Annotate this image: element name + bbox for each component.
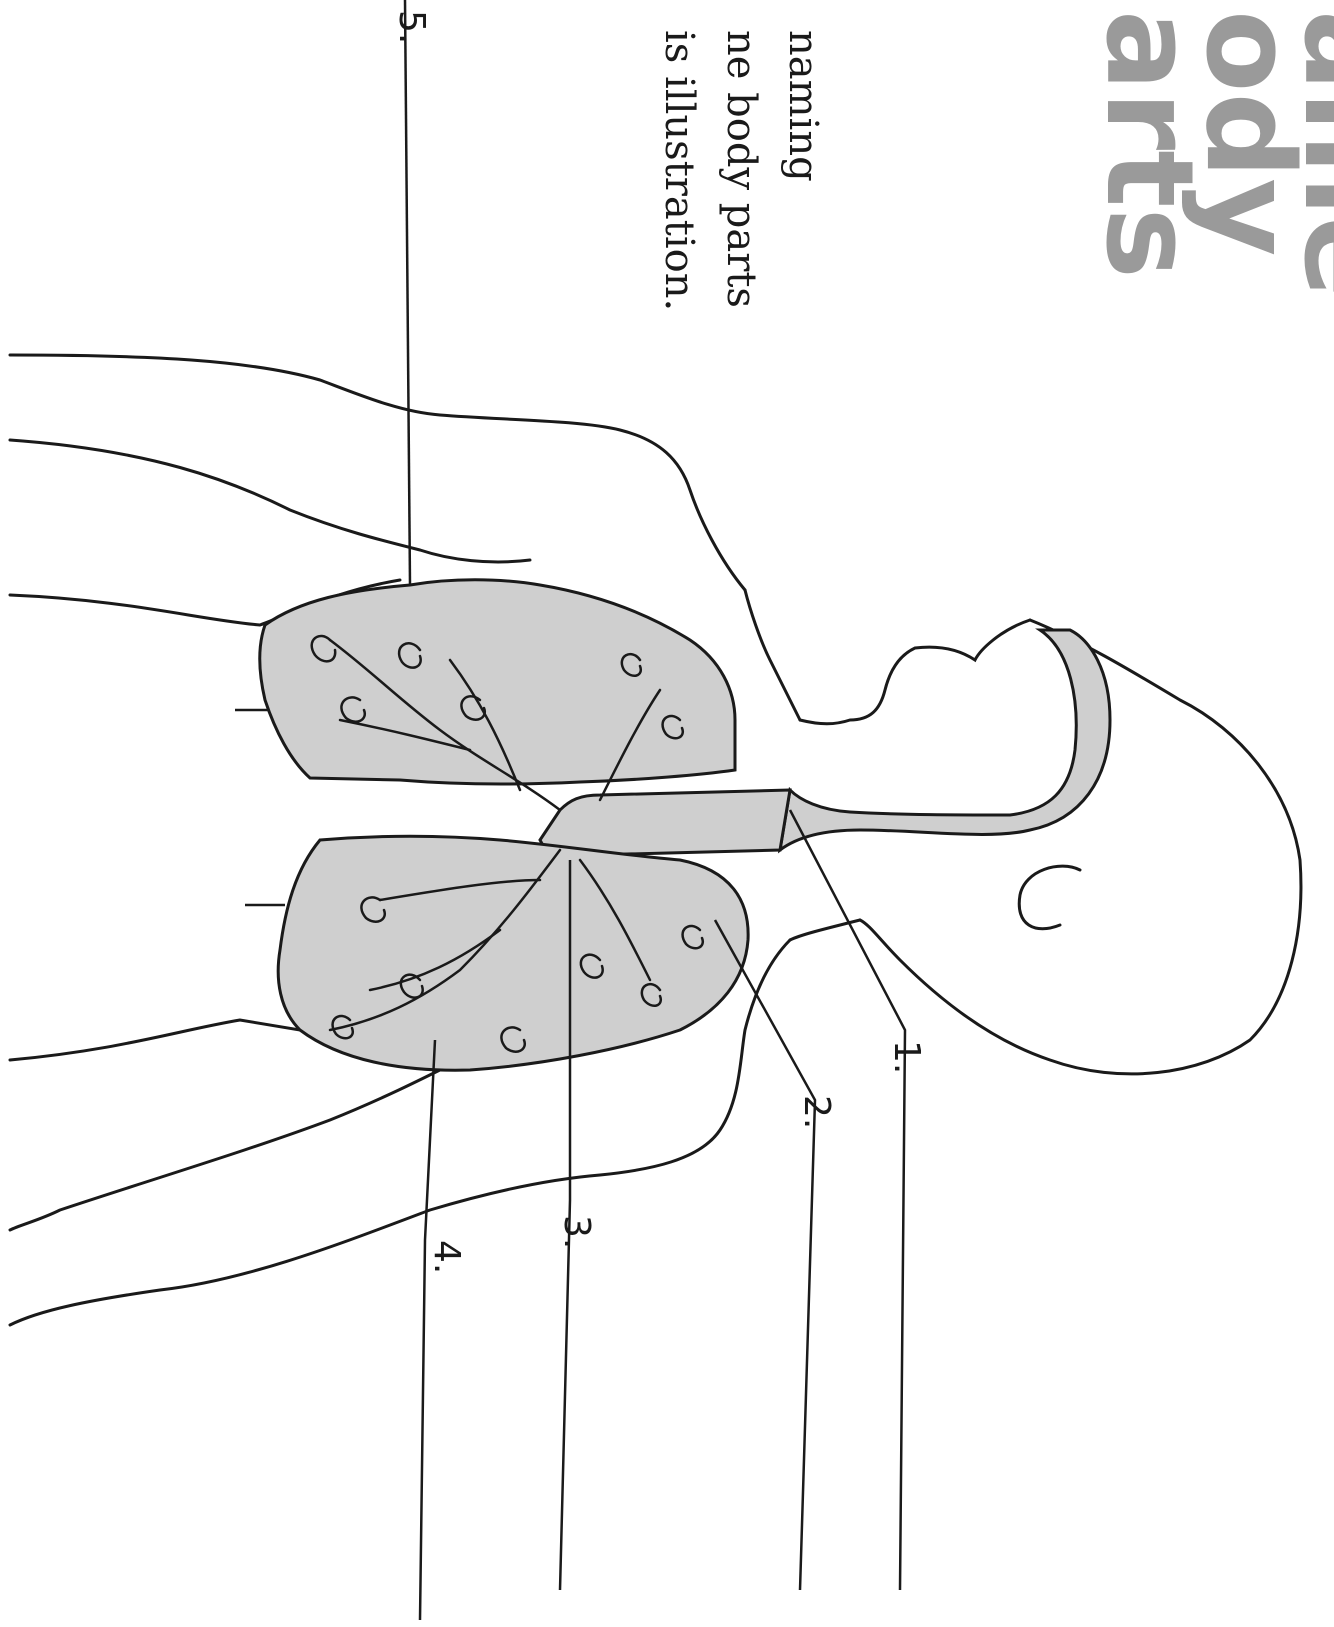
leader-line-1 [790,810,905,1590]
neck-front [745,590,800,720]
label-number-2: 2. [796,1095,837,1129]
arm-left-inner [10,440,530,562]
title-line-3: arts [1079,10,1218,279]
instruction-line-3: is illustration. [656,30,702,311]
label-number-3: 3. [556,1215,597,1249]
leader-line-5 [405,0,410,585]
title-block: ame ody arts [1079,10,1334,297]
face-outline [800,620,1030,724]
shoulder-left [10,355,745,590]
lung-left [260,580,735,784]
label-number-1: 1. [886,1040,927,1074]
label-number-4: 4. [426,1240,467,1274]
leader-line-4 [420,1040,435,1620]
instruction-line-2: ne body parts [718,30,764,308]
leader-line-2 [715,920,815,1590]
instructions-block: naming ne body parts is illustration. [656,30,826,311]
lung-right [278,836,748,1070]
mouth-throat [780,630,1110,850]
ear-outline [1019,866,1080,929]
arm-right-inner [10,1060,460,1230]
label-number-5: 5. [391,10,432,44]
instruction-line-1: naming [780,30,826,182]
